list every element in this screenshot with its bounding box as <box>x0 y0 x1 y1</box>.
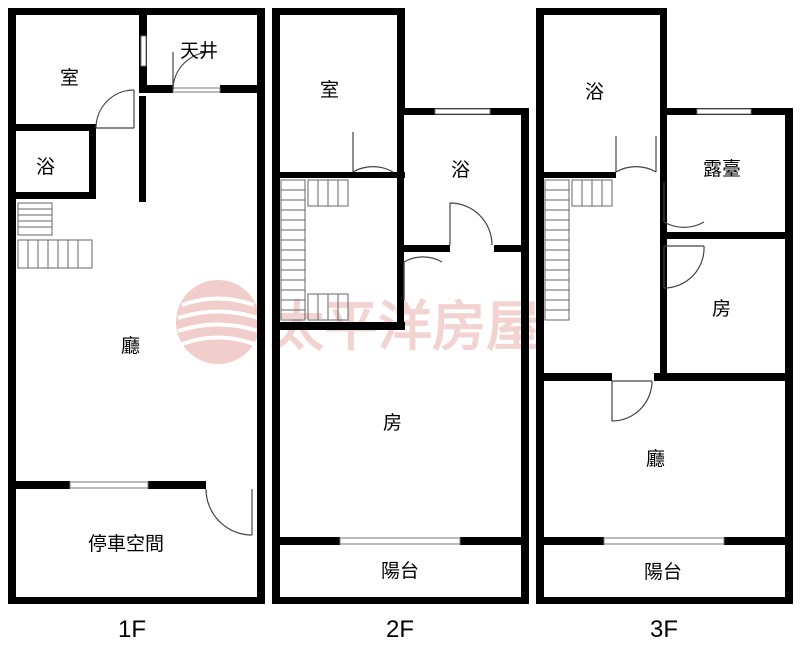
room-label: 房 <box>712 298 731 320</box>
room-label: 天井 <box>180 40 218 62</box>
room-label: 陽台 <box>381 560 419 582</box>
room-labels-2f: 室 浴 房 陽台 <box>320 79 470 582</box>
room-labels-3f: 浴 露臺 房 廳 陽台 <box>585 81 741 583</box>
room-label: 停車空間 <box>88 533 164 555</box>
room-label: 浴 <box>36 156 55 178</box>
floor-labels: 1F 2F 3F <box>118 616 678 643</box>
room-label: 浴 <box>451 159 470 181</box>
room-label: 陽台 <box>644 561 682 583</box>
room-label: 房 <box>383 412 402 434</box>
floor-3f <box>536 8 793 604</box>
floor-label-2f: 2F <box>386 616 414 643</box>
room-label: 廳 <box>646 448 665 470</box>
floor-2f <box>272 8 529 604</box>
room-label: 浴 <box>585 81 604 103</box>
room-label: 露臺 <box>703 158 741 180</box>
floor-1f <box>8 8 265 604</box>
watermark-logo-icon <box>176 280 260 364</box>
floor-label-3f: 3F <box>650 616 678 643</box>
floor-label-1f: 1F <box>118 616 146 643</box>
room-label: 室 <box>320 79 339 101</box>
room-label: 室 <box>60 67 79 89</box>
room-labels-1f: 室 天井 浴 廳 停車空間 <box>36 40 218 555</box>
room-label: 廳 <box>121 335 140 357</box>
